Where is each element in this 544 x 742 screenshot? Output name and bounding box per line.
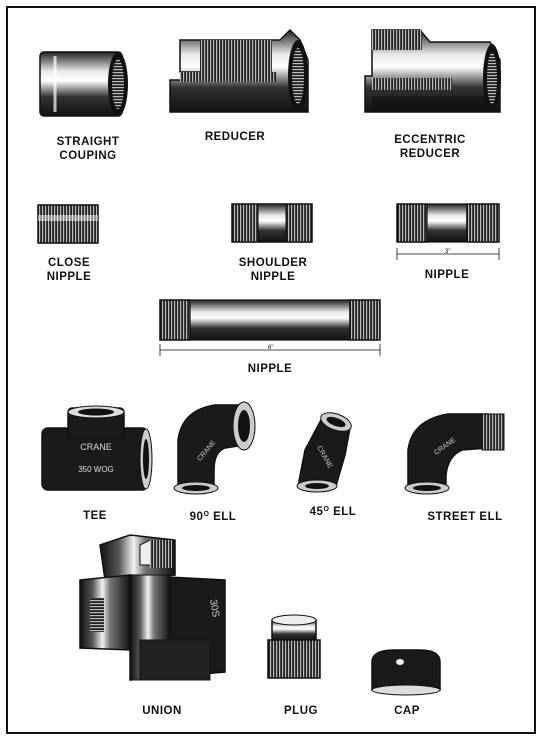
ell-90-drawing: CRANE [173, 401, 256, 495]
straight-coupling-label-line2: COUPING [59, 150, 117, 162]
eccentric-reducer-label-line2: REDUCER [399, 148, 461, 160]
straight-coupling-label-line1: STRAIGHT [56, 136, 120, 148]
ell-90-number: 90 [189, 511, 204, 523]
close-nipple-drawing [37, 204, 99, 244]
close-nipple-label-line1: CLOSE [47, 257, 91, 269]
tee-marking-rating: 350 WOG [78, 465, 114, 474]
eccentric-reducer-label: ECCENTRIC REDUCER [385, 133, 475, 161]
ell-90-degree: O [203, 511, 210, 518]
plug-label: PLUG [284, 705, 318, 717]
street-ell-drawing: CRANE [404, 413, 505, 495]
plug-drawing [267, 614, 321, 679]
eccentric-reducer-label-line1: ECCENTRIC [394, 134, 466, 146]
ell-45-label: 45O ELL [298, 505, 368, 519]
short-nipple-label: NIPPLE [424, 269, 470, 281]
shoulder-nipple-drawing [231, 203, 313, 243]
shoulder-nipple-label-line1: SHOULDER [238, 257, 308, 269]
union-label: UNION [142, 705, 182, 717]
straight-coupling-label: STRAIGHT COUPING [48, 135, 128, 163]
reducer-drawing [169, 28, 309, 113]
ell-45-degree: O [323, 506, 330, 513]
short-nipple-drawing [396, 203, 500, 260]
reducer-label: REDUCER [204, 131, 266, 143]
shoulder-nipple-label: SHOULDER NIPPLE [228, 256, 318, 284]
long-nipple-label: NIPPLE [247, 363, 293, 375]
tee-marking-brand: CRANE [80, 442, 112, 452]
ell-90-label: 90O ELL [178, 510, 248, 524]
tee-label: TEE [83, 510, 107, 522]
long-nipple-dimension: 6" [268, 345, 274, 351]
close-nipple-label: CLOSE NIPPLE [34, 256, 104, 284]
cap-drawing [371, 649, 441, 696]
union-drawing: 30S [79, 534, 226, 681]
short-nipple-dimension: 3" [445, 249, 451, 255]
tee-drawing: CRANE 350 WOG [41, 405, 153, 491]
close-nipple-label-line2: NIPPLE [46, 271, 92, 283]
svg-text:30S: 30S [207, 599, 221, 619]
ell-45-drawing: CRANE [296, 412, 352, 493]
long-nipple-drawing [159, 299, 381, 356]
street-ell-label: STREET ELL [427, 511, 503, 523]
straight-coupling-drawing [39, 51, 128, 117]
ell-45-number: 45 [309, 506, 324, 518]
cap-label: CAP [394, 705, 420, 717]
ell-90-suffix: ELL [213, 511, 237, 523]
shoulder-nipple-label-line2: NIPPLE [250, 271, 296, 283]
eccentric-reducer-drawing [364, 29, 501, 113]
ell-45-suffix: ELL [333, 506, 357, 518]
